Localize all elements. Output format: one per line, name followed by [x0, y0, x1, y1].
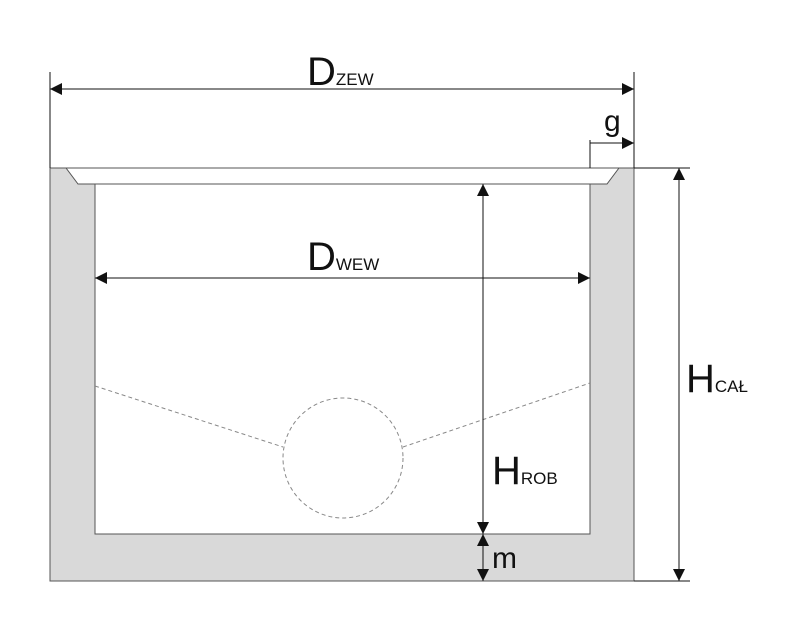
- hidden-lines: [94, 382, 591, 519]
- chamber-wall-section: [49, 167, 635, 582]
- label-d-zew: DZEW: [307, 50, 374, 94]
- channel-slope-left: [94, 385, 284, 448]
- label-g: g: [604, 105, 621, 138]
- pipe-opening: [282, 397, 404, 519]
- label-m: m: [492, 542, 517, 575]
- label-h-cal: HCAŁ: [686, 357, 748, 401]
- label-h-rob: HROB: [492, 449, 558, 493]
- channel-slope-right: [402, 382, 591, 448]
- label-d-wew: DWEW: [307, 235, 379, 279]
